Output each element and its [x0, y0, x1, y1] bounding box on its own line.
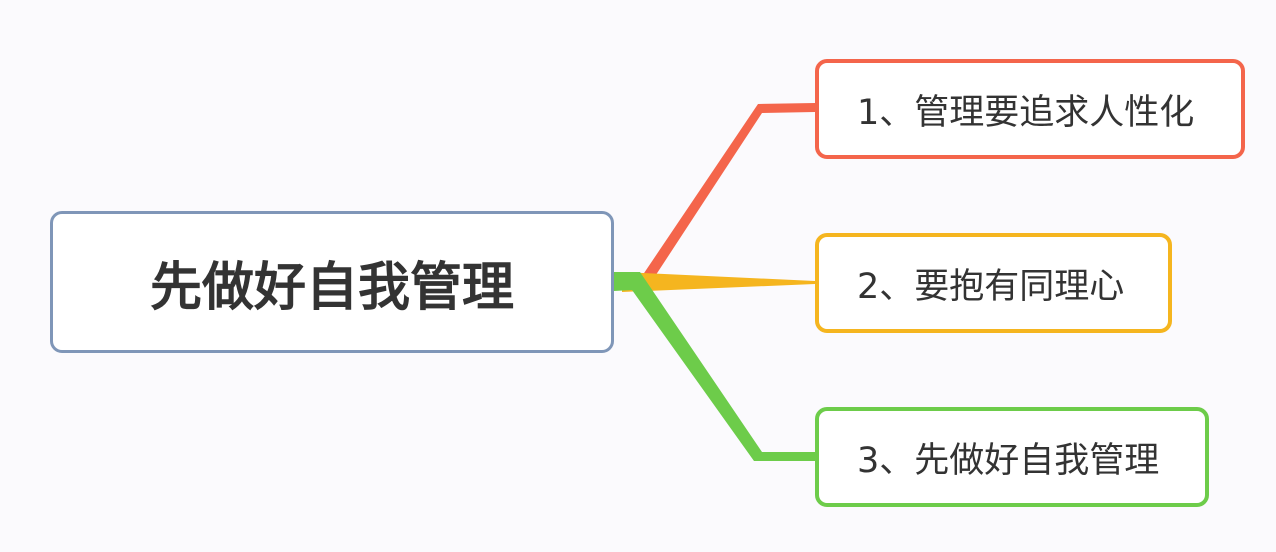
- branch-node-3-label: 3、先做好自我管理: [857, 440, 1160, 481]
- branch-node-3: 3、先做好自我管理: [815, 407, 1209, 507]
- branch-node-1-label: 1、管理要追求人性化: [857, 92, 1195, 133]
- branch-node-2-label: 2、要抱有同理心: [857, 266, 1125, 307]
- branch-node-1: 1、管理要追求人性化: [815, 59, 1245, 159]
- connector-branch-3: [614, 272, 815, 461]
- connector-branch-1: [632, 103, 815, 287]
- root-node: 先做好自我管理: [50, 211, 614, 353]
- root-node-label: 先做好自我管理: [149, 257, 514, 318]
- connector-branch-2: [622, 272, 815, 292]
- branch-node-2: 2、要抱有同理心: [815, 233, 1172, 333]
